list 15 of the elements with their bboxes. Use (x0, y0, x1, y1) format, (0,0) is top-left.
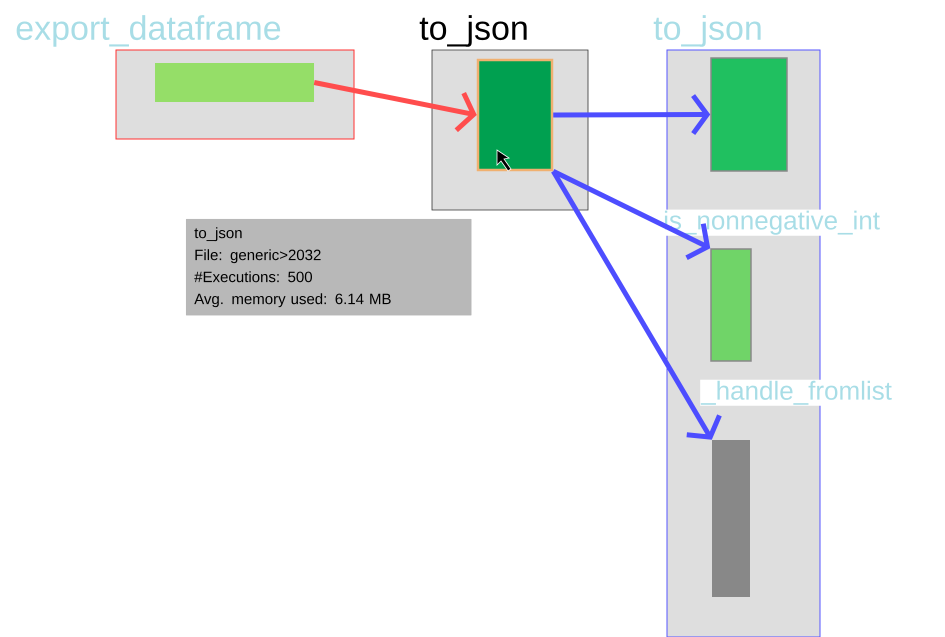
function-label: is_nonnegative_int (662, 210, 882, 236)
arrow (551, 170, 722, 440)
tooltip-box: to_json File: generic>2032 #Executions: 500 Avg. memory used: 6.14 MB (186, 219, 472, 316)
memory-bar (155, 63, 314, 102)
memory-bar (710, 248, 752, 362)
arrow (552, 169, 710, 260)
function-label: _handle_fromlist (700, 380, 893, 406)
memory-bar (476, 58, 554, 172)
function-label: export_dataframe (16, 15, 280, 47)
function-label: to_json (420, 15, 527, 47)
arrow (314, 80, 477, 132)
memory-bar (712, 440, 750, 597)
function-label: to_json (654, 15, 761, 47)
arrow (553, 94, 710, 136)
memory-bar (710, 57, 788, 172)
